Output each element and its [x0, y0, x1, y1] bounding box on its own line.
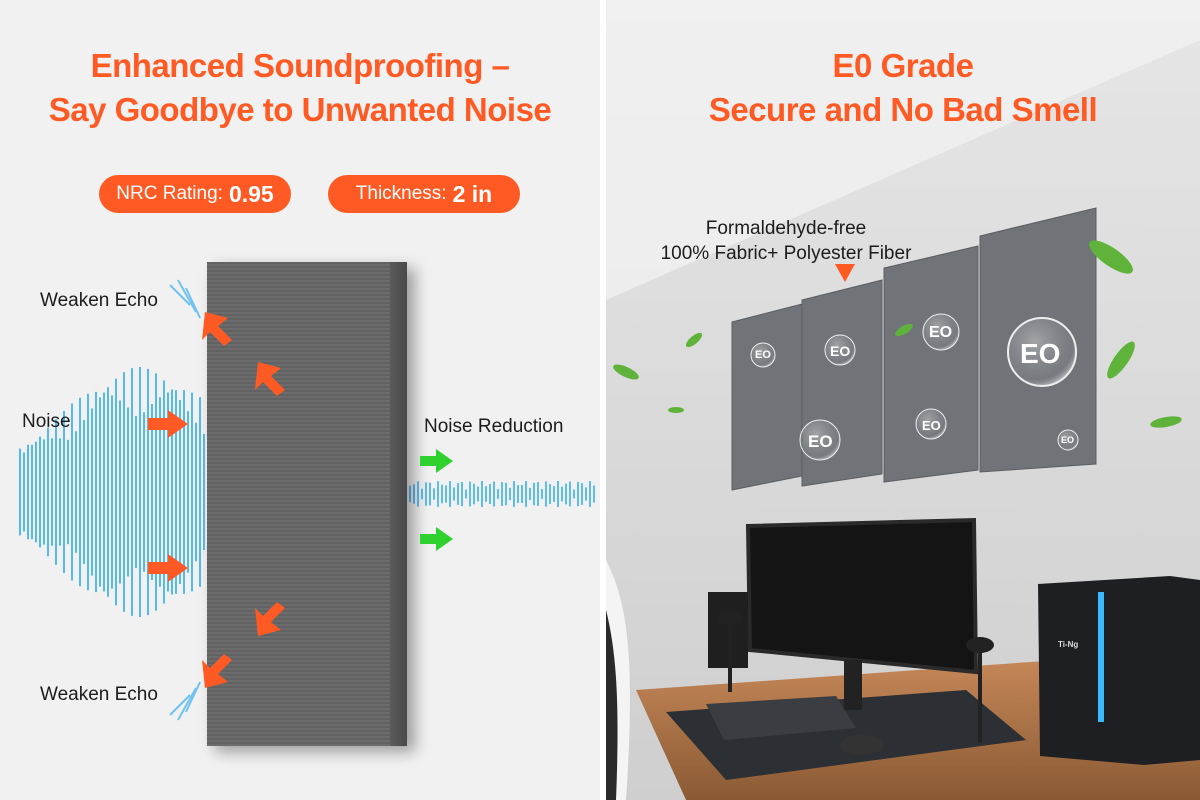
- eo-badges: [750, 313, 1079, 461]
- reduction-arrow-1-icon: [420, 449, 453, 473]
- eo-badge-4: EO: [1020, 338, 1061, 369]
- eo-badge-3: EO: [929, 324, 953, 341]
- nrc-label: NRC Rating:: [116, 183, 223, 204]
- nrc-value: 0.95: [228, 180, 274, 207]
- echo-arrow-top-1-icon: [202, 312, 232, 346]
- echo-arrow-bottom-1-icon: [255, 602, 285, 636]
- noise-arrow-icons: [148, 312, 285, 688]
- right-headline-line-1: E0 Grade: [832, 47, 974, 84]
- noise-arrow-1-icon: [148, 410, 188, 438]
- callout-arrow-icon: [835, 264, 855, 282]
- reduction-arrow-icons: [420, 449, 453, 551]
- material-callout: Formaldehyde-free 100% Fabric+ Polyester…: [606, 216, 1026, 266]
- echo-wave-bottom: [169, 681, 201, 721]
- echo-arrow-top-2-icon: [255, 362, 285, 396]
- echo-arrow-bottom-2-icon: [202, 654, 232, 688]
- weaken-echo-top-label: Weaken Echo: [40, 290, 158, 311]
- right-headline-line-2: Secure and No Bad Smell: [708, 91, 1098, 128]
- eo-badge-1: EO: [755, 349, 771, 361]
- eo-badge-labels: EO EO EO EO EO EO EO Ti-Ng: [606, 0, 1200, 800]
- echo-wave-top: [169, 279, 201, 319]
- eo-badge-7: EO: [1061, 435, 1075, 445]
- noise-arrow-2-icon: [148, 554, 188, 582]
- monitor: [745, 517, 979, 675]
- reduction-arrow-2-icon: [420, 527, 453, 551]
- headline-line-1: Enhanced Soundproofing –: [90, 47, 510, 84]
- room-scene-image: [606, 0, 1200, 800]
- callout-line-1: Formaldehyde-free: [705, 218, 867, 239]
- headline-line-2: Say Goodbye to Unwanted Noise: [48, 91, 552, 128]
- nrc-rating-badge: NRC Rating: 0.95: [99, 175, 291, 213]
- arrow-overlay: [148, 312, 453, 688]
- noise-label: Noise: [22, 411, 71, 432]
- reduced-wave: [409, 481, 595, 507]
- pc-tower: [1038, 576, 1200, 765]
- acoustic-panel-image: [207, 262, 407, 746]
- thickness-badge: Thickness: 2 in: [328, 175, 520, 213]
- eo-badge-6: EO: [922, 418, 941, 433]
- thickness-value: 2 in: [452, 180, 493, 207]
- weaken-echo-bottom-label: Weaken Echo: [40, 684, 158, 705]
- leaf-decorations: [613, 240, 1182, 428]
- keyboard: [706, 696, 856, 740]
- thickness-label: Thickness:: [355, 183, 447, 204]
- callout-line-2: 100% Fabric+ Polyester Fiber: [660, 243, 912, 264]
- eo-badge-5: EO: [808, 432, 833, 451]
- mouse: [840, 735, 884, 755]
- eo-badge-2: EO: [830, 343, 851, 359]
- room-scene-panel: E0 Grade Secure and No Bad Smell Formald…: [606, 0, 1200, 800]
- acoustic-panel-edge: [390, 262, 407, 746]
- pc-brand-label: Ti-Ng: [1058, 640, 1079, 649]
- soundproofing-panel: Enhanced Soundproofing – Say Goodbye to …: [0, 0, 600, 800]
- noise-reduction-label: Noise Reduction: [424, 416, 564, 437]
